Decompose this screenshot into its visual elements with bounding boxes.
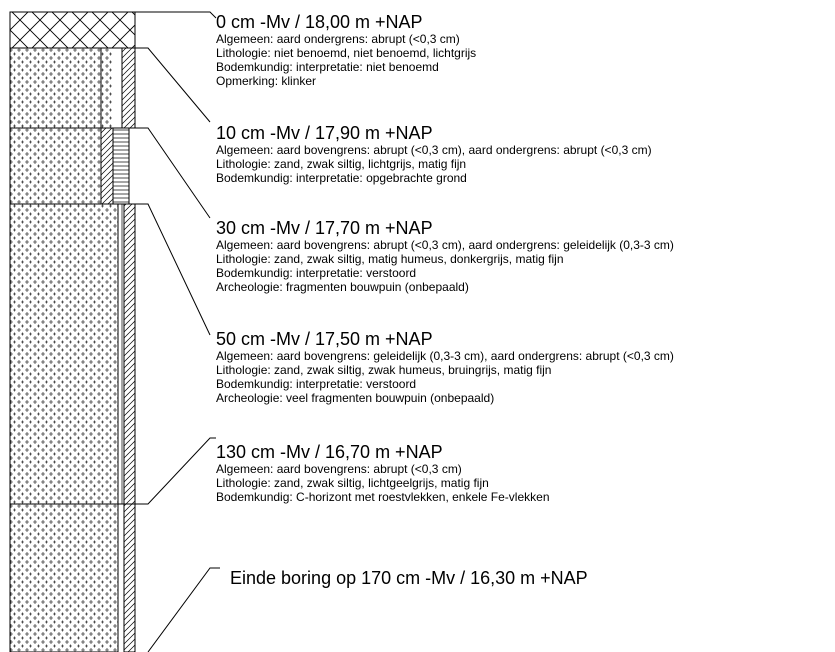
- layer-detail-line: Bodemkundig: interpretatie: niet benoemd: [216, 60, 439, 74]
- column-layer-1: [9, 11, 136, 49]
- layer-title: 30 cm -Mv / 17,70 m +NAP: [216, 218, 433, 238]
- layer-detail-line: Bodemkundig: interpretatie: verstoord: [216, 377, 417, 391]
- column-layer-2-sand-narrow: [101, 48, 112, 128]
- leader-10cm: [135, 47, 211, 123]
- column-layer-2-sand: [9, 47, 102, 129]
- layer-title: 0 cm -Mv / 18,00 m +NAP: [216, 12, 423, 32]
- layer-detail-line: Lithologie: zand, zwak siltig, zwak hume…: [216, 363, 552, 377]
- leader-130cm: [135, 437, 216, 505]
- layer-detail-line: Algemeen: aard bovengrens: abrupt (<0,3 …: [216, 238, 674, 252]
- layer-detail-line: Bodemkundig: interpretatie: verstoord: [216, 266, 417, 280]
- layer-label-3: 50 cm -Mv / 17,50 m +NAP Algemeen: aard …: [216, 329, 835, 406]
- strip-humus-layer-4-a: [117, 203, 125, 505]
- layer-detail-line: Algemeen: aard bovengrens: abrupt (<0,3 …: [216, 462, 462, 476]
- layer-label-4: 130 cm -Mv / 16,70 m +NAP Algemeen: aard…: [216, 442, 835, 505]
- layer-detail-line: Algemeen: aard bovengrens: abrupt (<0,3 …: [216, 143, 652, 157]
- layer-detail-line: Lithologie: zand, zwak siltig, matig hum…: [216, 252, 564, 266]
- layer-detail-line: Archeologie: fragmenten bouwpuin (onbepa…: [216, 280, 469, 294]
- layer-label-0: 0 cm -Mv / 18,00 m +NAP Algemeen: aard o…: [216, 12, 835, 89]
- layer-detail-line: Lithologie: niet benoemd, niet benoemd, …: [216, 46, 477, 60]
- layer-detail-line: Bodemkundig: interpretatie: opgebrachte …: [216, 171, 467, 185]
- layer-detail-line: Bodemkundig: C-horizont met roestvlekken…: [216, 490, 550, 504]
- layer-title: 10 cm -Mv / 17,90 m +NAP: [216, 123, 433, 143]
- layer-detail-line: Algemeen: aard bovengrens: geleidelijk (…: [216, 349, 674, 363]
- layer-detail-line: Algemeen: aard ondergrens: abrupt (<0,3 …: [216, 32, 460, 46]
- end-of-boring-label: Einde boring op 170 cm -Mv / 16,30 m +NA…: [230, 568, 588, 588]
- layer-detail-line: Lithologie: zand, zwak siltig, lichtgrij…: [216, 157, 467, 171]
- layer-label-1: 10 cm -Mv / 17,90 m +NAP Algemeen: aard …: [216, 123, 835, 186]
- leader-30cm: [135, 127, 211, 219]
- layer-label-2: 30 cm -Mv / 17,70 m +NAP Algemeen: aard …: [216, 218, 835, 295]
- leader-end: [147, 567, 220, 652]
- strip-humus-layer-3-a: [100, 127, 114, 205]
- layer-title: 50 cm -Mv / 17,50 m +NAP: [216, 329, 433, 349]
- layer-detail-line: Lithologie: zand, zwak siltig, lichtgeel…: [216, 476, 489, 490]
- column-layer-3-sand: [9, 127, 102, 205]
- column-layer-4-sand: [9, 203, 119, 505]
- layer-detail-line: Archeologie: veel fragmenten bouwpuin (o…: [216, 391, 495, 405]
- layer-detail-line: Opmerking: klinker: [216, 74, 317, 88]
- leader-0cm: [135, 11, 217, 19]
- strip-silt-layer-2: [121, 47, 136, 129]
- column-layer-5-sand: [9, 503, 119, 652]
- strip-humus-layer-3-b: [112, 127, 130, 205]
- layer-title: 130 cm -Mv / 16,70 m +NAP: [216, 442, 443, 462]
- strip-silt-layer-4: [123, 203, 136, 505]
- leader-50cm: [135, 203, 211, 336]
- strip-silt-layer-5: [123, 503, 136, 652]
